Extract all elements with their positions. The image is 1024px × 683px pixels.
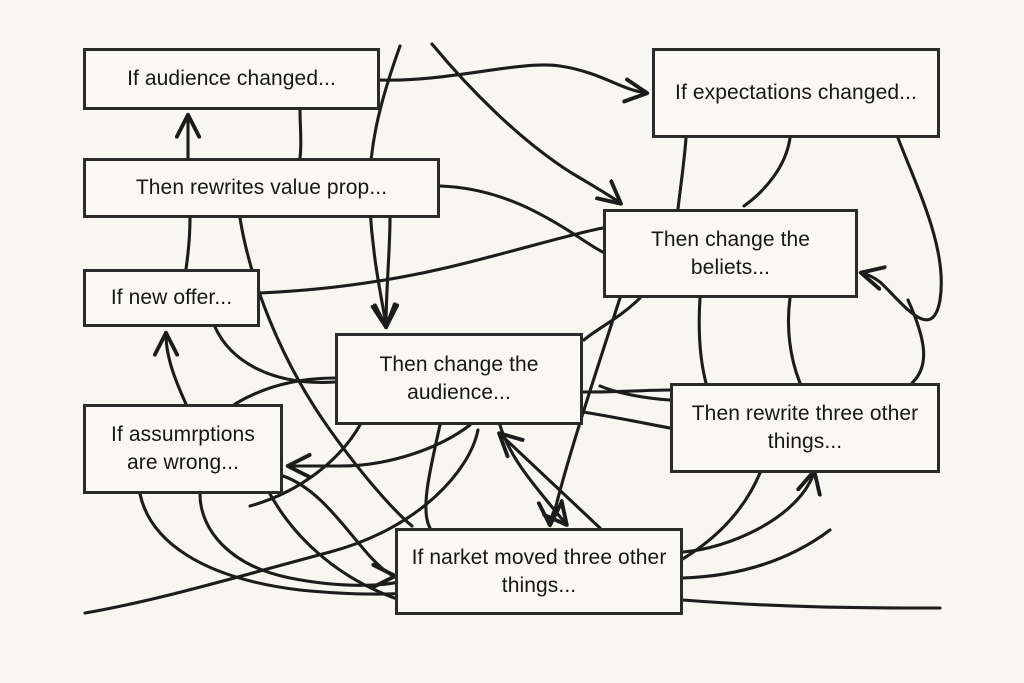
- connector-edge-changeaudience-left-to-newofferarea: [233, 376, 337, 406]
- node-change-the-beliets[interactable]: Then change the beliets...: [603, 209, 858, 298]
- node-label-new-offer: If new offer...: [110, 286, 233, 310]
- connector-edge-expectations-right-loop-to-beliets: [862, 136, 943, 322]
- node-rewrite-three-other-things[interactable]: Then rewrite three other things...: [670, 383, 940, 473]
- connector-edge-valueprop-to-newoffer: [184, 216, 192, 271]
- connector-edge-audience-to-expectations: [378, 63, 646, 93]
- node-narket-moved[interactable]: If narket moved three other things...: [395, 528, 683, 615]
- node-new-offer[interactable]: If new offer...: [83, 269, 260, 327]
- edges-group: [83, 42, 943, 615]
- connector-edge-assumrptions-to-narket: [281, 474, 394, 576]
- node-rewrites-value-prop[interactable]: Then rewrites value prop...: [83, 158, 440, 218]
- connector-edge-beliets-down-to-changeaudience: [582, 296, 642, 342]
- connector-edge-assumrptions-down-sweep: [198, 492, 400, 587]
- connector-edge-crossing-to-beliets: [430, 42, 620, 203]
- node-label-narket-moved: If narket moved three other things...: [411, 545, 667, 597]
- connector-edge-newoffer-down-to-center: [213, 325, 337, 384]
- connector-edge-assumrptions-to-newoffer: [166, 334, 188, 406]
- node-label-assumrptions-wrong: If assumrptions are wrong...: [111, 423, 255, 474]
- node-label-expectations-changed: If expectations changed...: [675, 81, 917, 105]
- node-label-rewrites-value-prop: Then rewrites value prop...: [135, 176, 388, 200]
- connector-edge-right-outer-loop-down: [906, 298, 926, 385]
- connector-edge-newoffer-to-beliets: [258, 226, 605, 295]
- connector-edge-narket-right-to-rewritethree-a: [681, 472, 814, 554]
- node-expectations-changed[interactable]: If expectations changed...: [652, 48, 940, 138]
- node-label-change-the-beliets: Then change the beliets...: [650, 227, 811, 279]
- connector-edge-beliets-to-narket-long: [550, 296, 622, 524]
- node-label-audience-changed: If audience changed...: [127, 67, 336, 91]
- connector-edge-narket-to-bottom-right: [681, 598, 942, 610]
- connector-edge-narket-up-to-changeaudience: [500, 434, 602, 530]
- connector-edge-bottom-left-long-sweep: [83, 428, 480, 615]
- node-audience-changed[interactable]: If audience changed...: [83, 48, 380, 110]
- node-change-the-audience[interactable]: Then change the audience...: [335, 333, 583, 425]
- connector-edge-center-bottom-loop: [424, 423, 442, 530]
- node-label-rewrite-three-other-things: Then rewrite three other things...: [691, 402, 919, 453]
- node-assumrptions-wrong[interactable]: If assumrptions are wrong...: [83, 404, 283, 494]
- connector-edge-narket-right-to-rewritethree-b: [681, 528, 832, 580]
- connector-edge-valueprop-down-to-changeaudience: [386, 216, 390, 326]
- connector-edge-audience-down-to-valueprop: [298, 108, 303, 160]
- connector-edge-changeaudience-to-rewritethree: [581, 388, 672, 394]
- connector-edge-beliets-down-right: [786, 296, 802, 385]
- connector-edge-changeaudience-bottom-left-out: [248, 423, 362, 508]
- connector-edge-beliets-to-rewritethree: [697, 296, 708, 385]
- connector-edge-changeaudience-to-rewritethree-lower: [581, 410, 672, 430]
- connector-edge-expectations-down-to-beliets-a: [676, 136, 688, 211]
- connector-edge-left-bottom-curve-to-center: [138, 492, 422, 596]
- node-label-change-the-audience: Then change the audience...: [379, 353, 539, 404]
- connector-edge-valueprop-right-to-beliets: [438, 184, 605, 254]
- connector-edge-rewritethree-left-out: [598, 384, 672, 402]
- connector-edge-expectations-down-to-beliets-b: [742, 136, 792, 208]
- connector-edge-changeaudience-to-assumrptions: [289, 423, 472, 466]
